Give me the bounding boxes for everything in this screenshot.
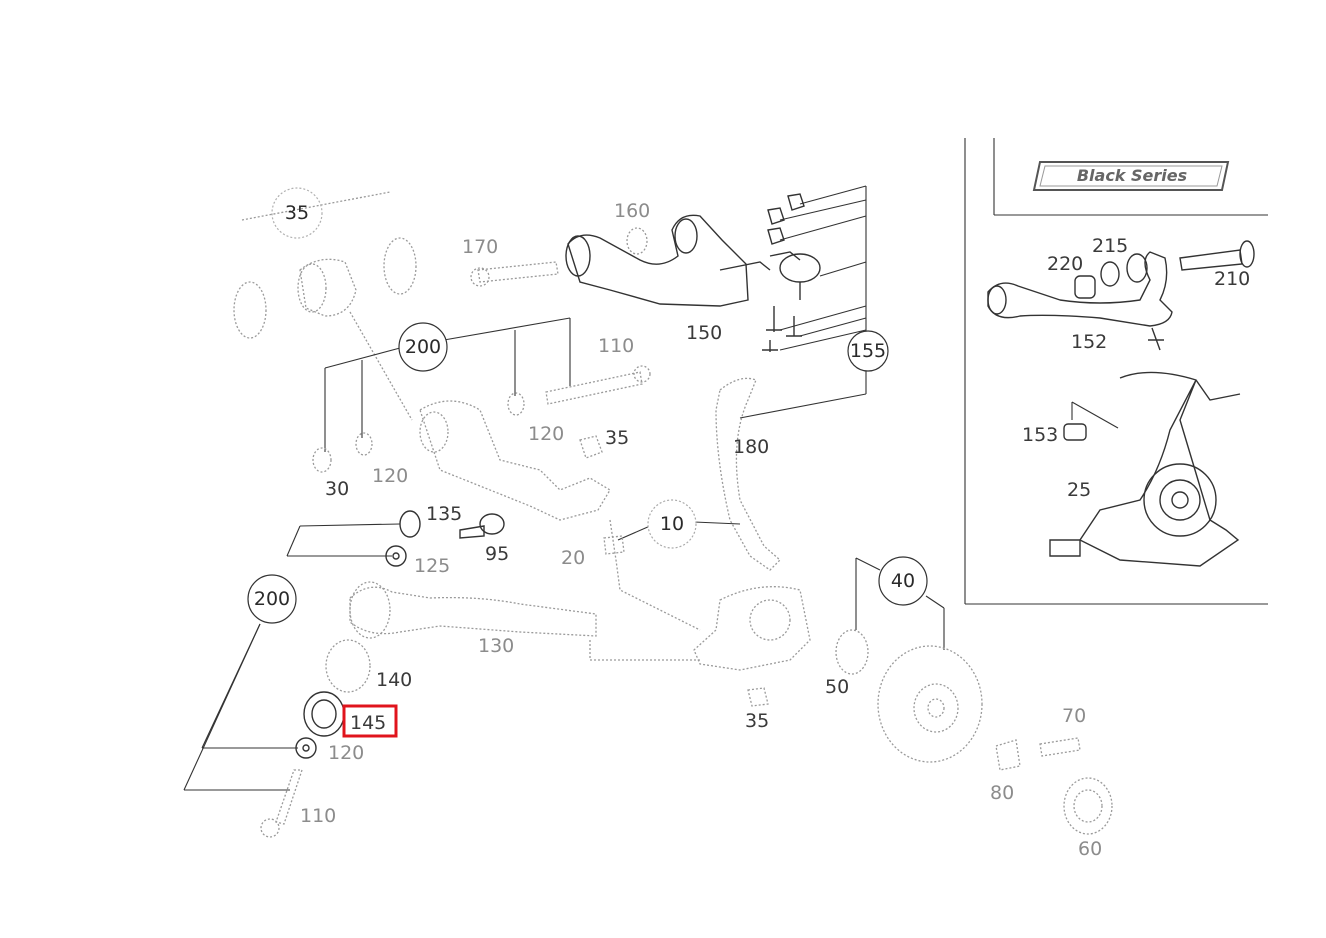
label-20-a[interactable]: 20 — [561, 547, 585, 569]
circle-label-40[interactable]: 40 — [878, 556, 928, 606]
part-110-bolt-top[interactable] — [545, 365, 651, 405]
part-80-nut[interactable] — [995, 739, 1021, 771]
label-25[interactable]: 25 — [1067, 479, 1091, 501]
selected-part-highlight — [342, 704, 398, 738]
label-120-a[interactable]: 120 — [372, 465, 408, 487]
circle-label-155[interactable]: 155 — [847, 330, 889, 372]
part-153-stop[interactable] — [1063, 423, 1087, 441]
part-130-lower-arm[interactable] — [349, 581, 597, 639]
nut-upper-2[interactable] — [767, 207, 785, 225]
part-washer-mid[interactable] — [507, 392, 525, 416]
part-washer-front-b[interactable] — [233, 281, 267, 339]
part-bushing-front-large[interactable] — [297, 258, 357, 317]
part-125-mount[interactable] — [419, 400, 611, 521]
black-series-badge: Black Series — [1032, 161, 1230, 191]
part-110-bolt-bottom[interactable] — [260, 769, 303, 838]
part-40-hub[interactable] — [877, 645, 983, 763]
label-80[interactable]: 80 — [990, 782, 1014, 804]
part-120-washer-a[interactable] — [355, 432, 373, 456]
circle-label-text: 200 — [254, 588, 290, 610]
circle-label-lower-200[interactable]: 200 — [247, 574, 297, 624]
label-220[interactable]: 220 — [1047, 253, 1083, 275]
circle-label-text: 35 — [285, 202, 309, 224]
part-140-bushing[interactable] — [325, 639, 371, 693]
part-220-bushing[interactable] — [1074, 275, 1096, 299]
part-120-washer-c[interactable] — [295, 737, 317, 759]
label-150[interactable]: 150 — [686, 322, 722, 344]
part-150-upper-arm[interactable] — [565, 214, 771, 307]
lower-arm-assembly — [183, 400, 611, 838]
circle-label-text: 10 — [660, 513, 684, 535]
part-labels: 160 170 150 110 35 180 30 120 120 135 95… — [300, 200, 1250, 860]
upper-control-arm-assembly — [470, 185, 867, 419]
circle-label-10[interactable]: 10 — [647, 499, 697, 549]
label-70[interactable]: 70 — [1062, 705, 1086, 727]
circle-label-top-left[interactable]: 35 — [271, 187, 323, 239]
circle-label-text: 200 — [405, 336, 441, 358]
part-215-bushing[interactable] — [1100, 261, 1120, 287]
part-135-bushing[interactable] — [399, 510, 421, 538]
label-110-top[interactable]: 110 — [598, 335, 634, 357]
label-95[interactable]: 95 — [485, 543, 509, 565]
part-160-bushing[interactable] — [626, 227, 648, 255]
label-135[interactable]: 135 — [426, 503, 462, 525]
part-60-cap[interactable] — [1063, 777, 1113, 835]
hub-assembly — [835, 557, 1113, 835]
label-152[interactable]: 152 — [1071, 331, 1107, 353]
label-35-a[interactable]: 35 — [605, 427, 629, 449]
part-ball-joint[interactable] — [769, 251, 821, 300]
inset-panel: Black Series — [964, 138, 1268, 605]
part-35-nut-b[interactable] — [747, 687, 769, 707]
part-170-bolt[interactable] — [470, 261, 559, 287]
label-170[interactable]: 170 — [462, 236, 498, 258]
label-160[interactable]: 160 — [614, 200, 650, 222]
part-25-steering-knuckle[interactable] — [1049, 371, 1241, 567]
label-153[interactable]: 153 — [1022, 424, 1058, 446]
label-60[interactable]: 60 — [1078, 838, 1102, 860]
circle-label-text: 155 — [850, 340, 886, 362]
knuckle-assembly — [589, 377, 811, 707]
circle-label-upper-200[interactable]: 200 — [398, 322, 448, 372]
label-215[interactable]: 215 — [1092, 235, 1128, 257]
label-120-b[interactable]: 120 — [528, 423, 564, 445]
badge-text: Black Series — [1077, 166, 1187, 185]
label-125[interactable]: 125 — [414, 555, 450, 577]
part-30-washer[interactable] — [312, 447, 332, 473]
part-35-nut-a[interactable] — [579, 435, 603, 459]
part-180-link[interactable] — [715, 377, 781, 571]
label-30[interactable]: 30 — [325, 478, 349, 500]
part-145-bushing[interactable] — [303, 691, 345, 737]
label-50[interactable]: 50 — [825, 676, 849, 698]
part-washer-front-a[interactable] — [383, 237, 417, 295]
label-35-b[interactable]: 35 — [745, 710, 769, 732]
nut-upper-1[interactable] — [787, 193, 805, 211]
label-120-c[interactable]: 120 — [328, 742, 364, 764]
part-50-seal[interactable] — [835, 629, 869, 675]
label-145[interactable]: 145 — [350, 712, 386, 734]
label-210[interactable]: 210 — [1214, 268, 1250, 290]
label-140[interactable]: 140 — [376, 669, 412, 691]
nut-upper-3[interactable] — [767, 227, 785, 245]
front-bushing-cluster — [233, 191, 417, 421]
part-95-ball-joint[interactable] — [459, 513, 505, 539]
label-180[interactable]: 180 — [733, 436, 769, 458]
part-10-knuckle[interactable] — [693, 586, 811, 671]
part-210-bolt[interactable] — [1179, 240, 1255, 271]
part-70-bolt[interactable] — [1039, 737, 1081, 757]
label-130[interactable]: 130 — [478, 635, 514, 657]
circle-label-text: 40 — [891, 570, 915, 592]
circled-labels: 35 200 200 155 10 40 — [247, 187, 928, 624]
part-20-nut[interactable] — [603, 535, 625, 555]
label-110-bottom[interactable]: 110 — [300, 805, 336, 827]
part-152-upper-arm[interactable] — [987, 251, 1173, 351]
upper-200-bracket — [312, 317, 651, 473]
